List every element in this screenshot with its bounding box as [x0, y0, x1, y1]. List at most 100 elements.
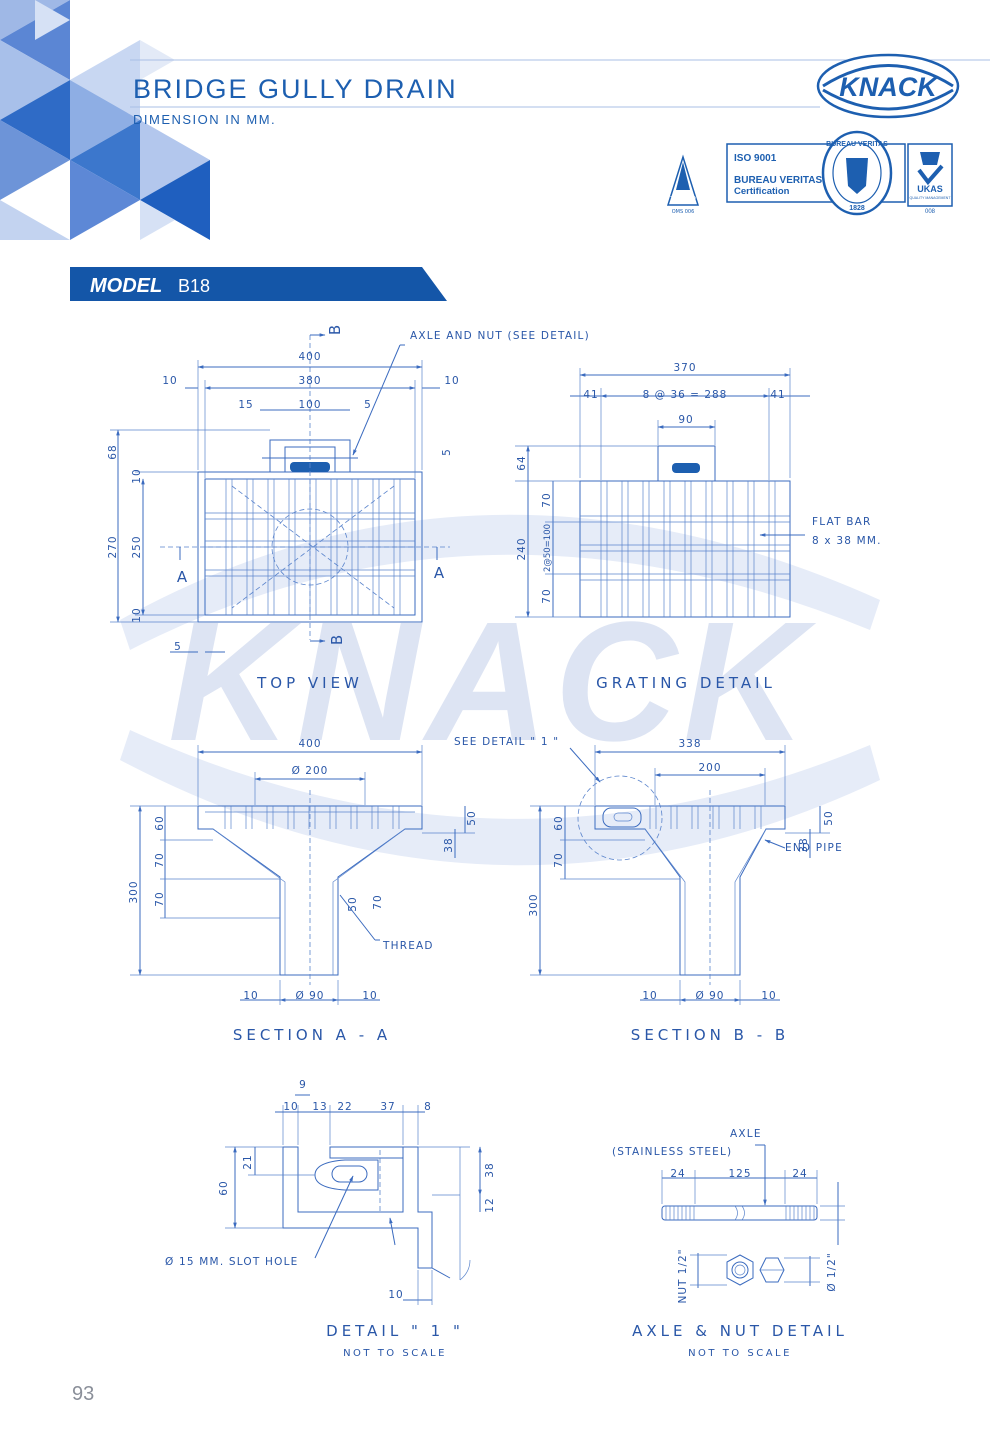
dim-60: 60 — [553, 815, 565, 830]
dim-50-thread: 50 — [347, 896, 359, 911]
iso-label: ISO 9001 — [734, 153, 777, 164]
dim-70-thread: 70 — [372, 894, 384, 909]
slot-hole — [331, 1165, 368, 1183]
detail-1-body — [282, 1146, 433, 1269]
dim-125: 125 — [728, 1168, 751, 1180]
ukas-sub: QUALITY MANAGEMENT — [910, 196, 952, 200]
dim-8-at-36: 8 @ 36 = 288 — [643, 389, 728, 401]
dim-70-bottom: 70 — [541, 588, 553, 603]
note-flat-bar-size: 8 x 38 MM. — [812, 535, 882, 547]
dim-70: 70 — [553, 852, 565, 867]
dim-60: 60 — [218, 1180, 230, 1195]
dim-22: 22 — [337, 1101, 352, 1113]
dim-68: 68 — [107, 444, 119, 459]
dim-50: 50 — [823, 810, 835, 825]
caption-grating-detail: GRATING DETAIL — [596, 674, 776, 692]
grating-detail: 370 41 8 @ 36 = 288 41 90 64 240 70 2@50… — [515, 362, 882, 692]
dim-200: 200 — [698, 762, 721, 774]
note-thread: THREAD — [382, 940, 434, 952]
section-b-top: B — [326, 325, 344, 335]
dim-41-left: 41 — [583, 389, 598, 401]
dim-dia-90: Ø 90 — [296, 990, 325, 1002]
dim-9: 9 — [299, 1079, 307, 1091]
caption-section-aa: SECTION A - A — [233, 1026, 391, 1044]
dim-nut-half-inch: NUT 1/2" — [677, 1248, 689, 1303]
note-flat-bar: FLAT BAR — [812, 516, 872, 528]
certification-marks: THAILAND OMS 006 ISO 9001 BUREAU VERITAS… — [666, 130, 953, 216]
dim-10-left: 10 — [243, 990, 258, 1002]
page-subtitle: DIMENSION IN MM. — [133, 112, 276, 127]
detail-1: 9 10 13 22 37 8 21 60 38 12 10 Ø 15 MM. … — [165, 1079, 496, 1359]
dim-300: 300 — [128, 880, 140, 903]
dim-15: 15 — [238, 399, 253, 411]
dim-5-bottom: 5 — [174, 641, 182, 653]
dim-21: 21 — [242, 1154, 254, 1169]
dim-12: 12 — [484, 1197, 496, 1212]
dim-10-top: 10 — [131, 468, 143, 483]
bv-ring-text: BUREAU VERITAS — [826, 141, 888, 148]
dim-250: 250 — [131, 535, 143, 558]
detail-1-not-to-scale: NOT TO SCALE — [343, 1348, 447, 1359]
dim-338: 338 — [678, 738, 701, 750]
dim-70-a: 70 — [154, 852, 166, 867]
model-banner: MODEL B18 — [70, 267, 447, 301]
model-label: MODEL — [90, 275, 162, 297]
dim-dia-half-inch: Ø 1/2" — [826, 1252, 838, 1291]
section-b-bottom: B — [328, 635, 346, 645]
ukas-code: 008 — [925, 209, 936, 215]
nut-face — [726, 1254, 754, 1286]
dim-10-left: 10 — [642, 990, 657, 1002]
page-title: BRIDGE GULLY DRAIN — [133, 74, 458, 104]
dim-2-at-50: 2@50=100 — [543, 524, 553, 572]
dim-8: 8 — [424, 1101, 432, 1113]
dim-370: 370 — [673, 362, 696, 374]
knack-logo: KNACK — [816, 53, 960, 119]
dim-10-right: 10 — [761, 990, 776, 1002]
top-view: 400 380 10 10 15 100 5 5 5 68 10 270 250… — [107, 325, 590, 692]
dim-dia-90: Ø 90 — [696, 990, 725, 1002]
axle-nut-not-to-scale: NOT TO SCALE — [688, 1348, 792, 1359]
dim-10: 10 — [283, 1101, 298, 1113]
dim-400: 400 — [298, 738, 321, 750]
dim-38: 38 — [443, 837, 455, 852]
dim-270: 270 — [107, 535, 119, 558]
dim-37: 37 — [380, 1101, 395, 1113]
axle-rod — [661, 1205, 818, 1221]
section-a-left: A — [177, 568, 188, 586]
section-aa-body — [197, 805, 423, 976]
note-axle-and-nut: AXLE AND NUT (SEE DETAIL) — [410, 330, 590, 342]
decorative-triangles — [0, 0, 210, 240]
axle-nut-detail: AXLE (STAINLESS STEEL) 24 125 24 NUT 1/2… — [612, 1128, 848, 1359]
dim-240: 240 — [516, 537, 528, 560]
caption-detail-1: DETAIL " 1 " — [326, 1322, 464, 1340]
section-a-right: A — [434, 564, 445, 582]
dim-60: 60 — [154, 815, 166, 830]
dim-70-b: 70 — [154, 891, 166, 906]
dim-10-right: 10 — [362, 990, 377, 1002]
note-axle: AXLE — [730, 1128, 762, 1140]
dim-70-top: 70 — [541, 492, 553, 507]
note-end-pipe: END PIPE — [785, 842, 843, 854]
dim-38: 38 — [484, 1162, 496, 1177]
note-slot-hole: Ø 15 MM. SLOT HOLE — [165, 1256, 299, 1268]
dim-100: 100 — [298, 399, 321, 411]
dim-24-left: 24 — [670, 1168, 685, 1180]
bv-certification: Certification — [734, 186, 790, 197]
dim-10-right: 10 — [444, 375, 459, 387]
dim-64: 64 — [516, 455, 528, 470]
watermark-text: KNACK — [168, 587, 817, 777]
dim-50-top: 50 — [466, 810, 478, 825]
detail-1-callout — [577, 775, 663, 861]
bv-name: BUREAU VERITAS — [734, 175, 822, 186]
thai-standard-mark: THAILAND OMS 006 — [666, 154, 700, 215]
dim-400: 400 — [298, 351, 321, 363]
dim-300: 300 — [528, 893, 540, 916]
dim-5-side: 5 — [441, 448, 453, 456]
bv-year: 1828 — [849, 205, 865, 212]
dim-13: 13 — [312, 1101, 327, 1113]
caption-axle-nut-detail: AXLE & NUT DETAIL — [632, 1322, 848, 1340]
page-number: 93 — [72, 1383, 94, 1405]
model-value: B18 — [178, 276, 210, 296]
dim-10-bottom: 10 — [131, 607, 143, 622]
